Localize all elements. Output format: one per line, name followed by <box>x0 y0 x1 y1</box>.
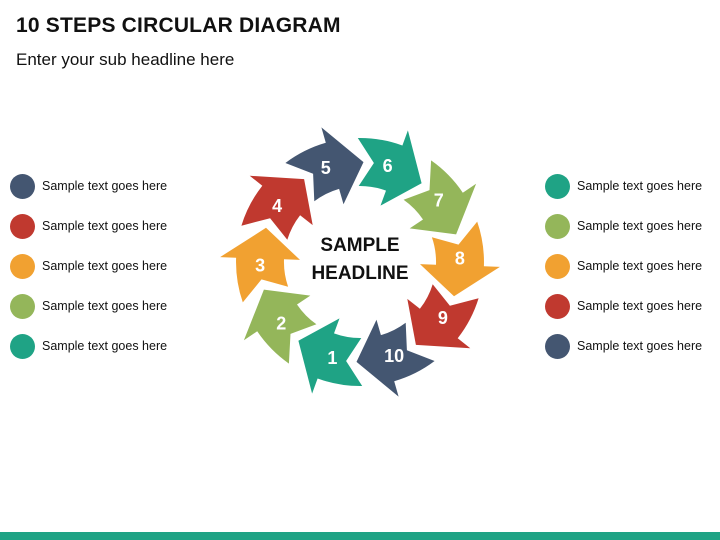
step-arrow-5 <box>285 127 364 205</box>
legend-left-text-2: Sample text goes here <box>42 219 168 233</box>
center-headline-line1: SAMPLE <box>320 235 400 256</box>
legend-right-text-4: Sample text goes here <box>577 299 703 313</box>
page-subtitle: Enter your sub headline here <box>16 50 235 69</box>
legend-left-item-5: Sample text goes here <box>10 326 180 366</box>
legend-right-item-3: Sample text goes here <box>545 246 715 286</box>
step-label-5: 5 <box>321 158 331 178</box>
center-headline-line2: HEADLINE <box>311 263 409 284</box>
legend-left: Sample text goes here Sample text goes h… <box>10 166 180 366</box>
legend-left-item-3: Sample text goes here <box>10 246 180 286</box>
legend-right-item-4: Sample text goes here <box>545 286 715 326</box>
legend-left-text-1: Sample text goes here <box>42 179 168 193</box>
step-label-9: 9 <box>438 308 448 328</box>
legend-dot <box>545 253 570 279</box>
step-arrow-8 <box>420 221 500 297</box>
bottom-accent-bar <box>0 532 720 540</box>
legend-dot <box>10 173 35 199</box>
legend-dot <box>10 213 35 239</box>
step-arrow-3 <box>220 227 300 303</box>
legend-left-item-4: Sample text goes here <box>10 286 180 326</box>
step-arrow-6 <box>357 130 422 206</box>
legend-left-text-5: Sample text goes here <box>42 339 168 353</box>
step-label-8: 8 <box>455 249 465 269</box>
legend-dot <box>10 253 35 279</box>
step-label-4: 4 <box>272 196 282 216</box>
step-label-10: 10 <box>384 346 404 366</box>
legend-left-text-3: Sample text goes here <box>42 259 168 273</box>
center-headline: SAMPLE HEADLINE <box>280 232 440 288</box>
legend-left-item-2: Sample text goes here <box>10 206 180 246</box>
legend-right-item-2: Sample text goes here <box>545 206 715 246</box>
legend-left-item-1: Sample text goes here <box>10 166 180 206</box>
step-label-6: 6 <box>383 156 393 176</box>
step-label-2: 2 <box>276 314 286 334</box>
legend-right-item-5: Sample text goes here <box>545 326 715 366</box>
legend-right-text-2: Sample text goes here <box>577 219 703 233</box>
step-arrow-1 <box>298 318 363 394</box>
legend-right-text-3: Sample text goes here <box>577 259 703 273</box>
step-arrow-9 <box>407 284 479 349</box>
step-arrow-7 <box>403 160 477 235</box>
legend-dot <box>10 333 35 359</box>
step-arrow-2 <box>243 289 317 364</box>
legend-left-text-4: Sample text goes here <box>42 299 168 313</box>
legend-right-text-1: Sample text goes here <box>577 179 703 193</box>
step-arrow-10 <box>356 319 435 397</box>
legend-right-item-1: Sample text goes here <box>545 166 715 206</box>
step-label-3: 3 <box>255 256 265 276</box>
page-title: 10 STEPS CIRCULAR DIAGRAM <box>16 14 341 37</box>
step-label-1: 1 <box>327 348 337 368</box>
step-arrow-4 <box>241 175 313 240</box>
legend-dot <box>545 173 570 199</box>
legend-dot <box>10 293 35 319</box>
legend-dot <box>545 293 570 319</box>
legend-right: Sample text goes here Sample text goes h… <box>545 166 715 366</box>
legend-dot <box>545 213 570 239</box>
legend-dot <box>545 333 570 359</box>
legend-right-text-5: Sample text goes here <box>577 339 703 353</box>
step-label-7: 7 <box>434 190 444 210</box>
